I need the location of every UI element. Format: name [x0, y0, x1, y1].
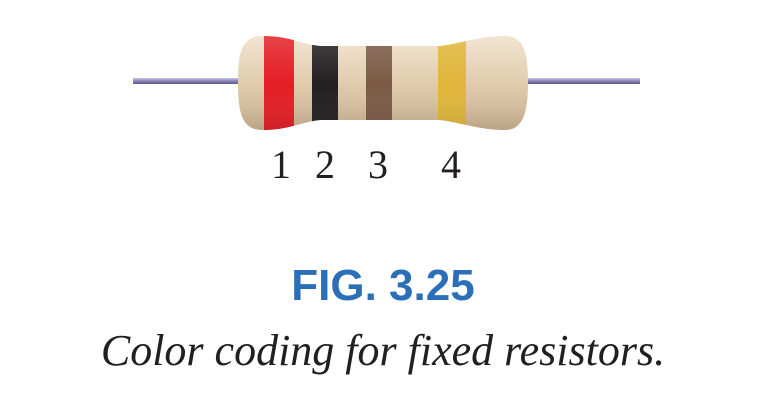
left-lead: [133, 78, 243, 84]
band-number-1: 1: [271, 142, 291, 187]
band-number-3: 3: [368, 142, 388, 187]
figure-number: FIG. 3.25: [291, 261, 474, 310]
band-number-2: 2: [315, 142, 335, 187]
band-number-4: 4: [441, 142, 461, 187]
figure-caption: Color coding for fixed resistors.: [101, 326, 665, 375]
right-lead: [522, 78, 640, 84]
